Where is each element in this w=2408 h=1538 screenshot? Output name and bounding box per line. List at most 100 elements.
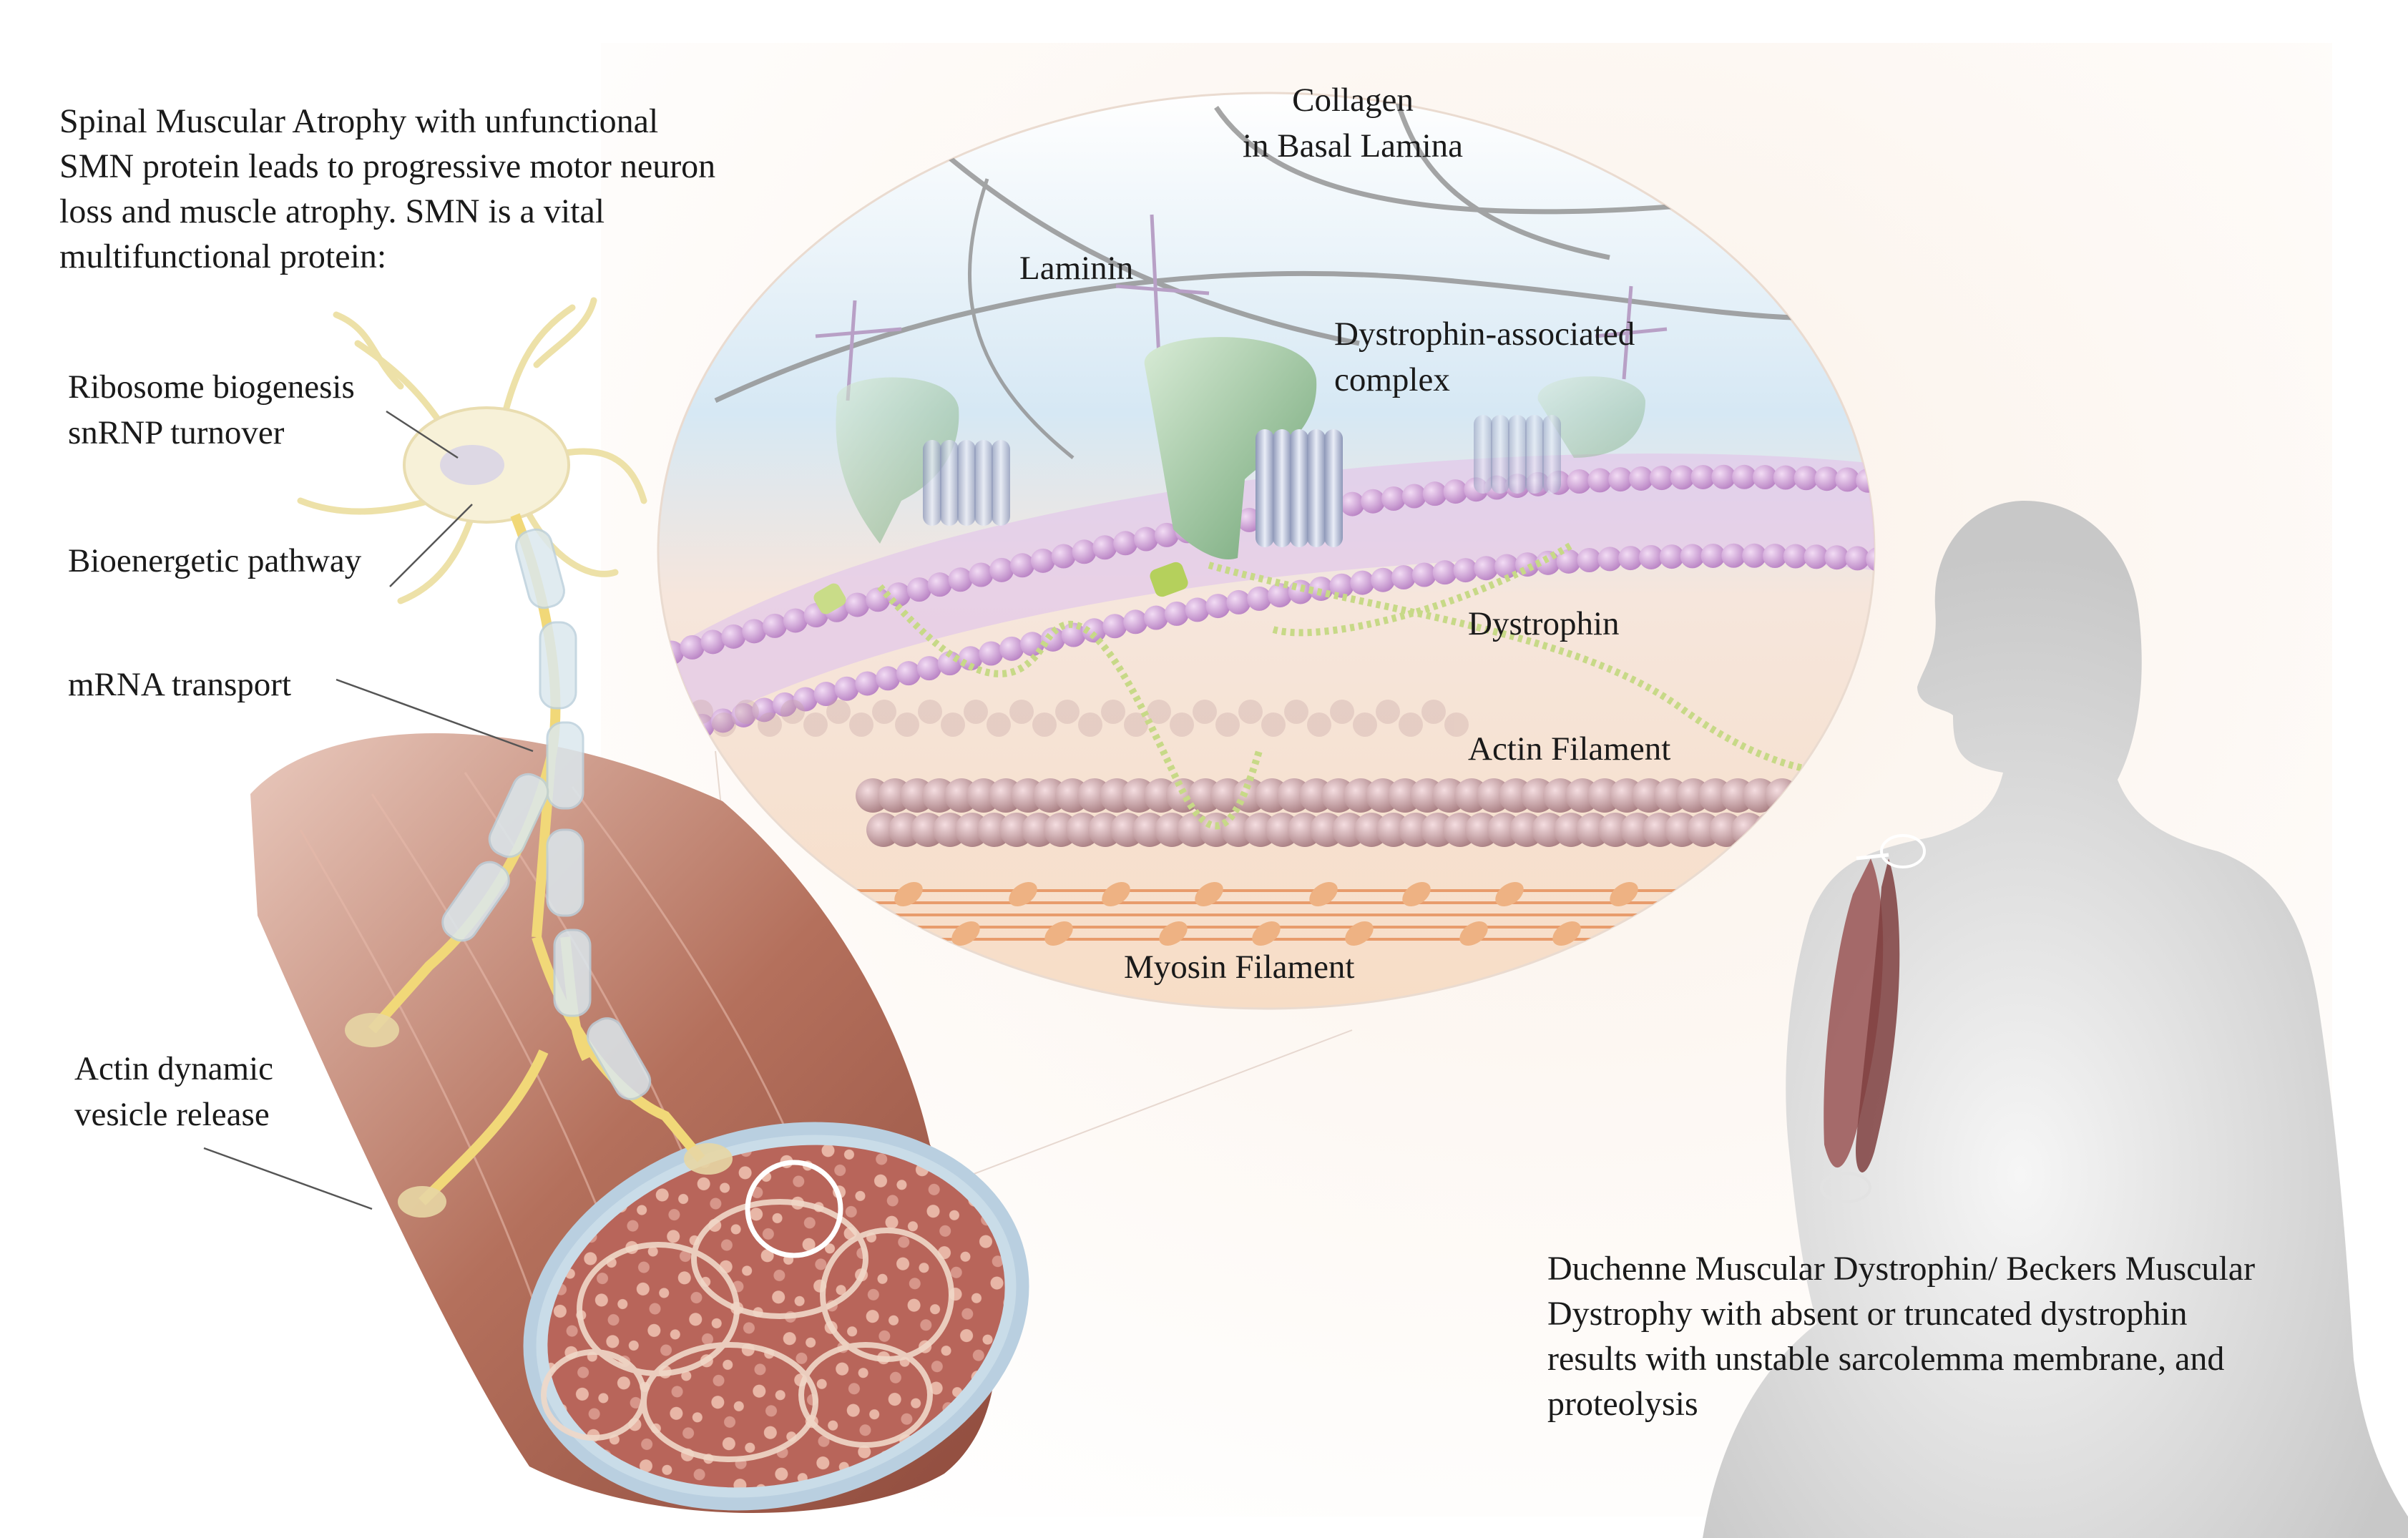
faint-actin-bead xyxy=(1124,712,1148,737)
myosin-head xyxy=(1345,921,1374,946)
dystrophin-terminus xyxy=(1150,562,1188,597)
lipid-head xyxy=(916,656,941,681)
lipid-head xyxy=(1793,466,1819,491)
myosin-filament-label: Myosin Filament xyxy=(1124,949,1355,986)
mrna-transport-label: mRNA transport xyxy=(68,666,292,703)
lipid-head xyxy=(855,671,880,696)
lipid-head xyxy=(1597,547,1623,572)
lipid-head xyxy=(1134,526,1158,552)
dystrophin-associated-complex xyxy=(836,337,1645,559)
lipid-head xyxy=(1556,549,1581,574)
lipid-head xyxy=(1670,465,1695,490)
lipid-head xyxy=(1237,507,1262,532)
lipid-head xyxy=(1350,570,1375,595)
lipid-head xyxy=(1515,552,1540,577)
lipid-head xyxy=(731,702,756,728)
transmembrane-protein xyxy=(1256,429,1274,547)
collagen-label: Collagen in Basal Lamina xyxy=(1243,82,1464,165)
lipid-head xyxy=(1432,560,1457,585)
lipid-head xyxy=(773,692,797,717)
myosin-head xyxy=(1195,881,1223,907)
dystrophin-associated-complex-label: Dystrophin-associated complex xyxy=(1334,315,1635,398)
faint-actin-bead xyxy=(1330,700,1354,724)
lipid-head xyxy=(979,641,1004,666)
lipid-head xyxy=(1783,544,1808,569)
faint-actin-bead xyxy=(941,712,965,737)
actin-filament-label: Actin Filament xyxy=(1468,730,1671,768)
lipid-head xyxy=(1072,539,1097,564)
lipid-head xyxy=(1205,594,1230,619)
lipid-head xyxy=(1711,464,1736,489)
label-leader-lines xyxy=(203,410,534,1210)
lipid-head xyxy=(1474,556,1499,581)
lipid-head xyxy=(1773,465,1798,490)
lipid-head xyxy=(845,592,870,617)
myosin-head xyxy=(1159,921,1188,946)
lipid-head xyxy=(1845,546,1870,571)
transmembrane-protein xyxy=(923,440,941,526)
faint-actin-bead xyxy=(1215,712,1240,737)
dystrophin-label: Dystrophin xyxy=(1468,605,1620,642)
myosin-head xyxy=(951,921,980,946)
transmembrane-protein xyxy=(992,440,1010,526)
lipid-head xyxy=(1030,548,1055,573)
lipid-head xyxy=(1803,544,1829,569)
sma-description: Spinal Muscular Atrophy with unfunctiona… xyxy=(59,102,716,275)
faint-actin-bead xyxy=(1238,700,1263,724)
human-silhouette-icon xyxy=(1703,501,2408,1538)
lipid-head xyxy=(752,697,777,723)
lipid-head xyxy=(948,567,973,592)
lipid-head xyxy=(710,708,735,733)
lipid-head xyxy=(1226,589,1251,614)
lipid-head xyxy=(1721,543,1746,568)
faint-actin-bead xyxy=(1353,712,1377,737)
faint-actin-bead xyxy=(1307,712,1331,737)
lipid-head xyxy=(1649,466,1674,491)
lipid-head xyxy=(700,630,725,655)
lipid-head xyxy=(1164,601,1189,626)
lipid-head xyxy=(742,619,767,644)
lipid-head xyxy=(1340,491,1365,516)
faint-actin-bead xyxy=(1399,712,1423,737)
lipid-head xyxy=(763,613,787,638)
lipid-head xyxy=(1061,622,1086,647)
myosin-head xyxy=(1459,921,1488,946)
laminin-label: Laminin xyxy=(1019,250,1134,287)
myosin-head xyxy=(1495,881,1524,907)
faint-actin-bead xyxy=(1444,712,1469,737)
lipid-head xyxy=(1010,553,1034,578)
actin-filament xyxy=(856,778,1810,847)
faint-actin-bead xyxy=(712,712,736,737)
transmembrane-protein xyxy=(1290,429,1308,547)
faint-actin-bead xyxy=(1193,700,1217,724)
lipid-head xyxy=(1185,597,1210,622)
ribosome-biogenesis-label: Ribosome biogenesis snRNP turnover xyxy=(68,368,355,451)
lipid-head xyxy=(1659,544,1684,569)
lipid-head xyxy=(1144,605,1168,630)
lipid-head xyxy=(813,682,838,707)
lipid-head xyxy=(1123,609,1148,635)
lipid-head xyxy=(1690,464,1716,489)
lipid-head xyxy=(1700,543,1726,568)
nucleus xyxy=(440,445,504,485)
lipid-head xyxy=(1391,564,1416,589)
faint-actin-bead xyxy=(1147,700,1171,724)
lipid-head xyxy=(999,636,1024,661)
transmembrane-protein xyxy=(957,440,976,526)
myosin-head xyxy=(1552,921,1581,946)
faint-actin-bead xyxy=(1009,700,1034,724)
lipid-head xyxy=(906,577,931,602)
lipid-head xyxy=(1618,546,1643,571)
transmembrane-protein xyxy=(1273,429,1291,547)
lipid-head xyxy=(1381,486,1406,511)
faint-actin-bead xyxy=(803,712,828,737)
faint-actin-bead xyxy=(1170,712,1194,737)
lipid-head xyxy=(1753,465,1777,490)
lipid-head xyxy=(1329,573,1354,598)
actin-vesicle-label: Actin dynamic vesicle release xyxy=(74,1050,274,1133)
myosin-head xyxy=(1009,881,1037,907)
lipid-head xyxy=(896,661,921,686)
myosin-head xyxy=(1252,921,1281,946)
zoom-highlight-circle xyxy=(745,1160,843,1258)
